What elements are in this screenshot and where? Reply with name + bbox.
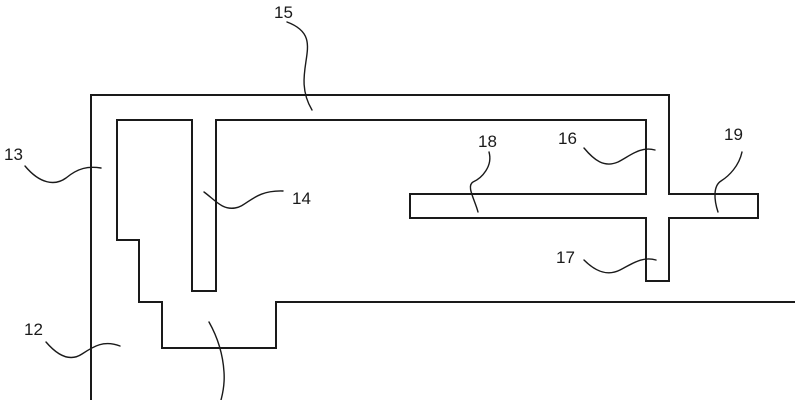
ref-label-12: 12	[24, 320, 43, 339]
leader-line-bottom	[208, 321, 225, 400]
leader-line-13	[24, 165, 102, 184]
leader-line-15	[286, 21, 313, 111]
leader-line-19	[714, 151, 743, 213]
leader-line-12	[45, 341, 121, 359]
ref-label-18: 18	[478, 132, 497, 151]
leader-line-16	[583, 147, 656, 165]
ref-label-15: 15	[274, 3, 293, 22]
leader-line-14	[203, 190, 284, 209]
ref-label-13: 13	[4, 145, 23, 164]
leader-line-18	[469, 151, 491, 213]
ref-label-17: 17	[556, 248, 575, 267]
outer-housing-outline	[90, 94, 795, 400]
ref-label-16: 16	[558, 129, 577, 148]
leader-line-17	[583, 258, 657, 274]
ref-label-19: 19	[724, 125, 743, 144]
ref-label-14: 14	[292, 189, 311, 208]
